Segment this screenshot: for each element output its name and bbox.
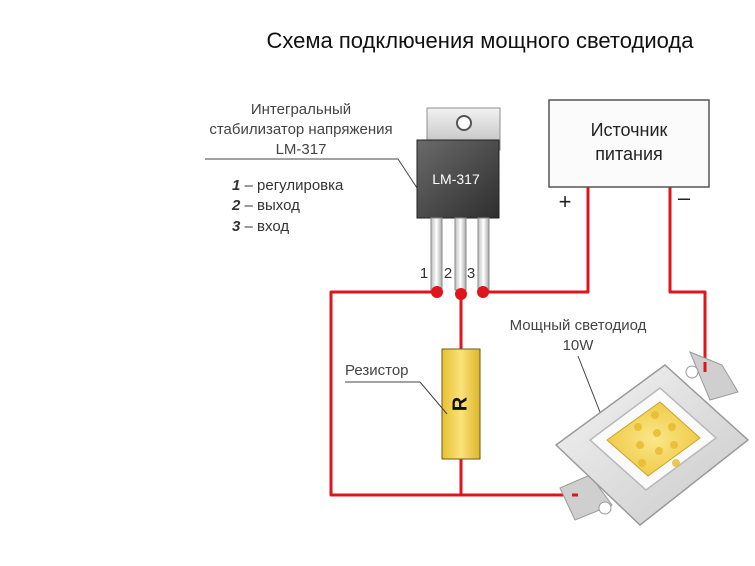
wire-negative (668, 187, 707, 362)
wires (329, 187, 707, 497)
chip-legs (430, 217, 490, 291)
legend-item-2: 2 – выход (231, 197, 300, 214)
led-phosphor (606, 401, 701, 477)
junction-pin-3 (477, 286, 489, 298)
regulator-caption-line1: Интегральный (251, 101, 351, 118)
resistor-pointer-line-diag (419, 381, 448, 415)
legend-item-3: 3 – вход (232, 218, 289, 235)
led-caption: Мощный светодиод 10W (510, 317, 647, 354)
wire-adjust-loop (329, 290, 461, 497)
pin-number-3: 3 (467, 265, 475, 282)
power-supply-label-line1: Источник (591, 120, 668, 140)
legend-item-1: 1 – регулировка (232, 177, 344, 194)
chip-leg-2 (454, 217, 467, 291)
junctions (431, 286, 489, 300)
regulator-caption-line3: LM-317 (276, 141, 327, 158)
power-supply-minus: – (678, 185, 691, 210)
pin-number-1: 1 (420, 265, 428, 282)
legend-item-3-text: – вход (240, 218, 289, 235)
legend-item-1-text: – регулировка (240, 177, 344, 194)
legend-item-2-text: – выход (240, 197, 300, 214)
regulator-pointer-line (205, 158, 426, 201)
led-chips (634, 411, 680, 467)
chip-leg-3 (477, 217, 490, 291)
power-supply: Источник питания + – (548, 99, 710, 214)
regulator-caption: Интегральный стабилизатор напряжения LM-… (209, 101, 392, 158)
wire-input (483, 187, 590, 294)
legend-item-2-num: 2 (231, 197, 241, 214)
led-screw-hole-top (685, 365, 699, 379)
regulator-chip: LM-317 1 2 3 (416, 107, 501, 291)
chip-tab-hole (456, 115, 472, 131)
led-pad-right (689, 351, 739, 401)
led-screw-hole-bottom (598, 501, 612, 515)
power-supply-plus: + (559, 189, 572, 214)
power-supply-label-line2: питания (595, 144, 663, 164)
resistor-symbol: R (449, 396, 471, 411)
pin-number-2: 2 (444, 265, 452, 282)
resistor: R Резистор (345, 348, 481, 460)
diagram-title: Схема подключения мощного светодиода (267, 28, 695, 53)
led-caption-line1: Мощный светодиод (510, 317, 647, 334)
regulator-caption-line2: стабилизатор напряжения (209, 121, 392, 138)
chip-label: LM-317 (432, 171, 480, 187)
resistor-body (441, 348, 481, 460)
chip-leg-1 (430, 217, 443, 291)
resistor-caption: Резистор (345, 362, 409, 379)
junction-pin-1 (431, 286, 443, 298)
legend-item-3-num: 3 (232, 218, 241, 235)
led-module (554, 351, 750, 526)
led-caption-line2: 10W (563, 337, 595, 354)
led-pointer-line (577, 355, 601, 413)
junction-pin-2 (455, 288, 467, 300)
power-supply-box (548, 99, 710, 188)
pin-legend: 1 – регулировка 2 – выход 3 – вход (231, 177, 344, 235)
legend-item-1-num: 1 (232, 177, 240, 194)
